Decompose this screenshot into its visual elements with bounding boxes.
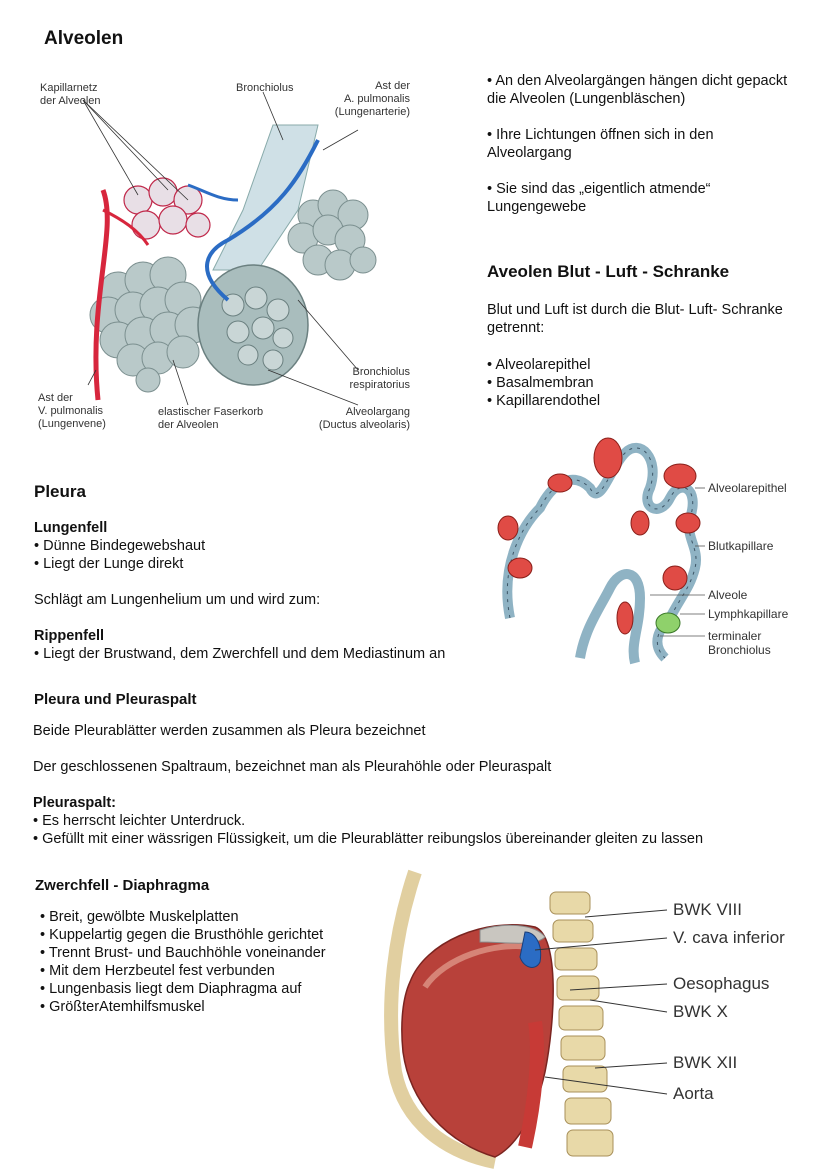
pleura-block: Lungenfell Dünne Bindegewebshaut Liegt d… xyxy=(34,519,484,663)
lungenfell-list: Dünne Bindegewebshaut Liegt der Lunge di… xyxy=(34,537,484,573)
alveolen-illustration xyxy=(82,91,377,406)
arteria-pulmonalis-branch xyxy=(205,139,320,302)
label-v-cava-inferior: V. cava inferior xyxy=(673,928,785,947)
label-bronchiolus-respiratorius: Bronchiolus respiratorius xyxy=(349,366,410,391)
zwerchfell-title: Zwerchfell - Diaphragma xyxy=(35,877,210,894)
label-faserkorb: elastischer Faserkorb der Alveolen xyxy=(158,406,264,431)
rippenfell-title: Rippenfell xyxy=(34,628,105,644)
zwerchfell-list: Breit, gewölbte Muskelplatten Kuppelarti… xyxy=(40,908,326,1016)
vena-cava xyxy=(519,931,542,968)
list-item: Trennt Brust- und Bauchhöhle voneinander xyxy=(40,944,326,962)
list-item: GrößterAtemhilfsmuskel xyxy=(40,998,326,1016)
blutkapillaren xyxy=(497,437,701,635)
schranke-intro: Blut und Luft ist durch die Blut- Luft- … xyxy=(487,302,783,336)
list-item: Alveolarepithel xyxy=(487,356,600,374)
list-item: Kapillarendothel xyxy=(487,392,600,410)
label-bwk-xii: BWK XII xyxy=(673,1053,738,1072)
alveole-illustration xyxy=(497,437,705,665)
label-blutkapillare: Blutkapillare xyxy=(708,539,774,553)
alveolar-cluster-left xyxy=(89,256,212,393)
schranke-title: Aveolen Blut - Luft - Schranke xyxy=(487,262,730,281)
alveolen-bullet: • Sie sind das „eigentlich atmende“Lunge… xyxy=(487,181,711,215)
alveolar-cluster-right xyxy=(287,189,377,281)
pleura-title: Pleura xyxy=(34,482,86,501)
pleuraspalt-list: Es herrscht leichter Unterdruck. Gefüllt… xyxy=(33,812,813,848)
label-bronchiolus: Bronchiolus xyxy=(236,82,294,94)
rib-arc xyxy=(384,869,497,1169)
kapillarnetz-cluster xyxy=(123,177,211,240)
vena-pulmonalis-branch xyxy=(93,189,110,401)
list-item: Kuppelartig gegen die Brusthöhle gericht… xyxy=(40,926,326,944)
label-aorta: Aorta xyxy=(673,1084,714,1103)
label-kapillarnetz: Kapillarnetz der Alveolen xyxy=(40,82,101,107)
lungenfell-title: Lungenfell xyxy=(34,520,108,536)
diaphragma-illustration xyxy=(384,869,668,1169)
label-bwk-viii: BWK VIII xyxy=(673,900,742,919)
aorta xyxy=(518,1020,544,1149)
spine xyxy=(549,891,614,1157)
label-ast-arterie: Ast der A. pulmonalis (Lungenarterie) xyxy=(334,80,410,118)
lymphkapillare xyxy=(655,612,681,634)
pleuraspalt-title: Pleura und Pleuraspalt xyxy=(34,691,197,708)
list-item: Breit, gewölbte Muskelplatten xyxy=(40,908,326,926)
list-item: Gefüllt mit einer wässrigen Flüssigkeit,… xyxy=(33,830,813,848)
alveolen-figure: Kapillarnetz der Alveolen Bronchiolus As… xyxy=(28,70,448,440)
pleuraspalt-p2: Der geschlossenen Spaltraum, bezeichnet … xyxy=(33,759,552,775)
label-ast-vene: Ast der V. pulmonalis (Lungenvene) xyxy=(38,392,106,430)
label-alveolarepithel: Alveolarepithel xyxy=(708,481,787,495)
label-bwk-x: BWK X xyxy=(673,1002,728,1021)
schranke-list: Alveolarepithel Basalmembran Kapillarend… xyxy=(487,356,600,410)
list-item: Liegt der Lunge direkt xyxy=(34,555,484,573)
diaphragma-figure: BWK VIII V. cava inferior Oesophagus BWK… xyxy=(384,869,805,1169)
alveolen-bullets: • An den Alveolargängen hängen dicht gep… xyxy=(487,72,817,216)
list-item: Mit dem Herzbeutel fest verbunden xyxy=(40,962,326,980)
alveolen-bullet: • An den Alveolargängen hängen dicht gep… xyxy=(487,73,788,107)
rippenfell-list: Liegt der Brustwand, dem Zwerchfell und … xyxy=(34,645,484,663)
label-oesophagus: Oesophagus xyxy=(673,974,770,993)
pleura-transition: Schlägt am Lungenhelium um und wird zum: xyxy=(34,592,321,608)
list-item: Basalmembran xyxy=(487,374,600,392)
list-item: Liegt der Brustwand, dem Zwerchfell und … xyxy=(34,645,484,663)
pleuraspalt-p1: Beide Pleurablätter werden zusammen als … xyxy=(33,723,426,739)
pleuraspalt-block: Beide Pleurablätter werden zusammen als … xyxy=(33,722,813,848)
label-alveolargang: Alveolargang (Ductus alveolaris) xyxy=(318,406,410,431)
schranke-figure: Alveolarepithel Blutkapillare Alveole Ly… xyxy=(490,428,820,668)
list-item: Es herrscht leichter Unterdruck. xyxy=(33,812,813,830)
list-item: Lungenbasis liegt dem Diaphragma auf xyxy=(40,980,326,998)
alveolen-title: Alveolen xyxy=(44,28,124,49)
label-alveole: Alveole xyxy=(708,588,748,602)
list-item: Dünne Bindegewebshaut xyxy=(34,537,484,555)
label-terminaler-bronchiolus: terminaler Bronchiolus xyxy=(708,629,771,657)
pleuraspalt-subtitle: Pleuraspalt: xyxy=(33,795,116,811)
label-lymphkapillare: Lymphkapillare xyxy=(708,607,789,621)
